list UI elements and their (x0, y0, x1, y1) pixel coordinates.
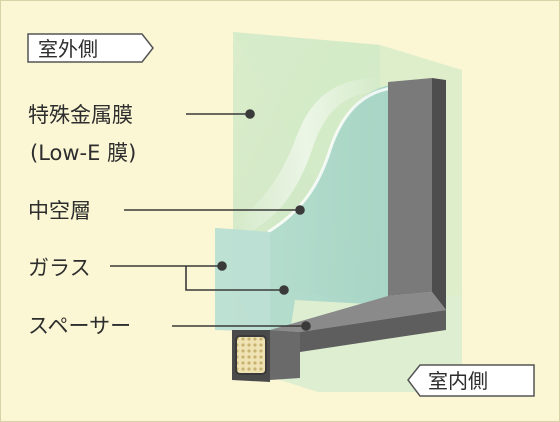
label-low-e-film: (Low-E 膜) (30, 141, 136, 165)
leader-lines (110, 109, 311, 331)
dot-spacer (301, 321, 311, 331)
label-special-metal-film: 特殊金属膜 (28, 103, 133, 127)
indoor-badge: 室内側 (407, 364, 535, 397)
leader-glass-b (185, 266, 284, 291)
frame-spacer (232, 78, 446, 382)
outdoor-badge: 室外側 (27, 33, 154, 63)
label-hollow-layer: 中空層 (28, 199, 91, 223)
inner-glass-pane (215, 78, 432, 332)
dot-glass-a (217, 261, 227, 271)
label-glass: ガラス (28, 256, 91, 280)
dot-special-metal-film (245, 109, 255, 119)
indoor-badge-text: 室内側 (428, 369, 488, 393)
dot-hollow-layer (295, 205, 305, 215)
dot-glass-b (279, 285, 289, 295)
outdoor-badge-text: 室外側 (38, 37, 98, 61)
label-spacer: スペーサー (28, 314, 131, 338)
